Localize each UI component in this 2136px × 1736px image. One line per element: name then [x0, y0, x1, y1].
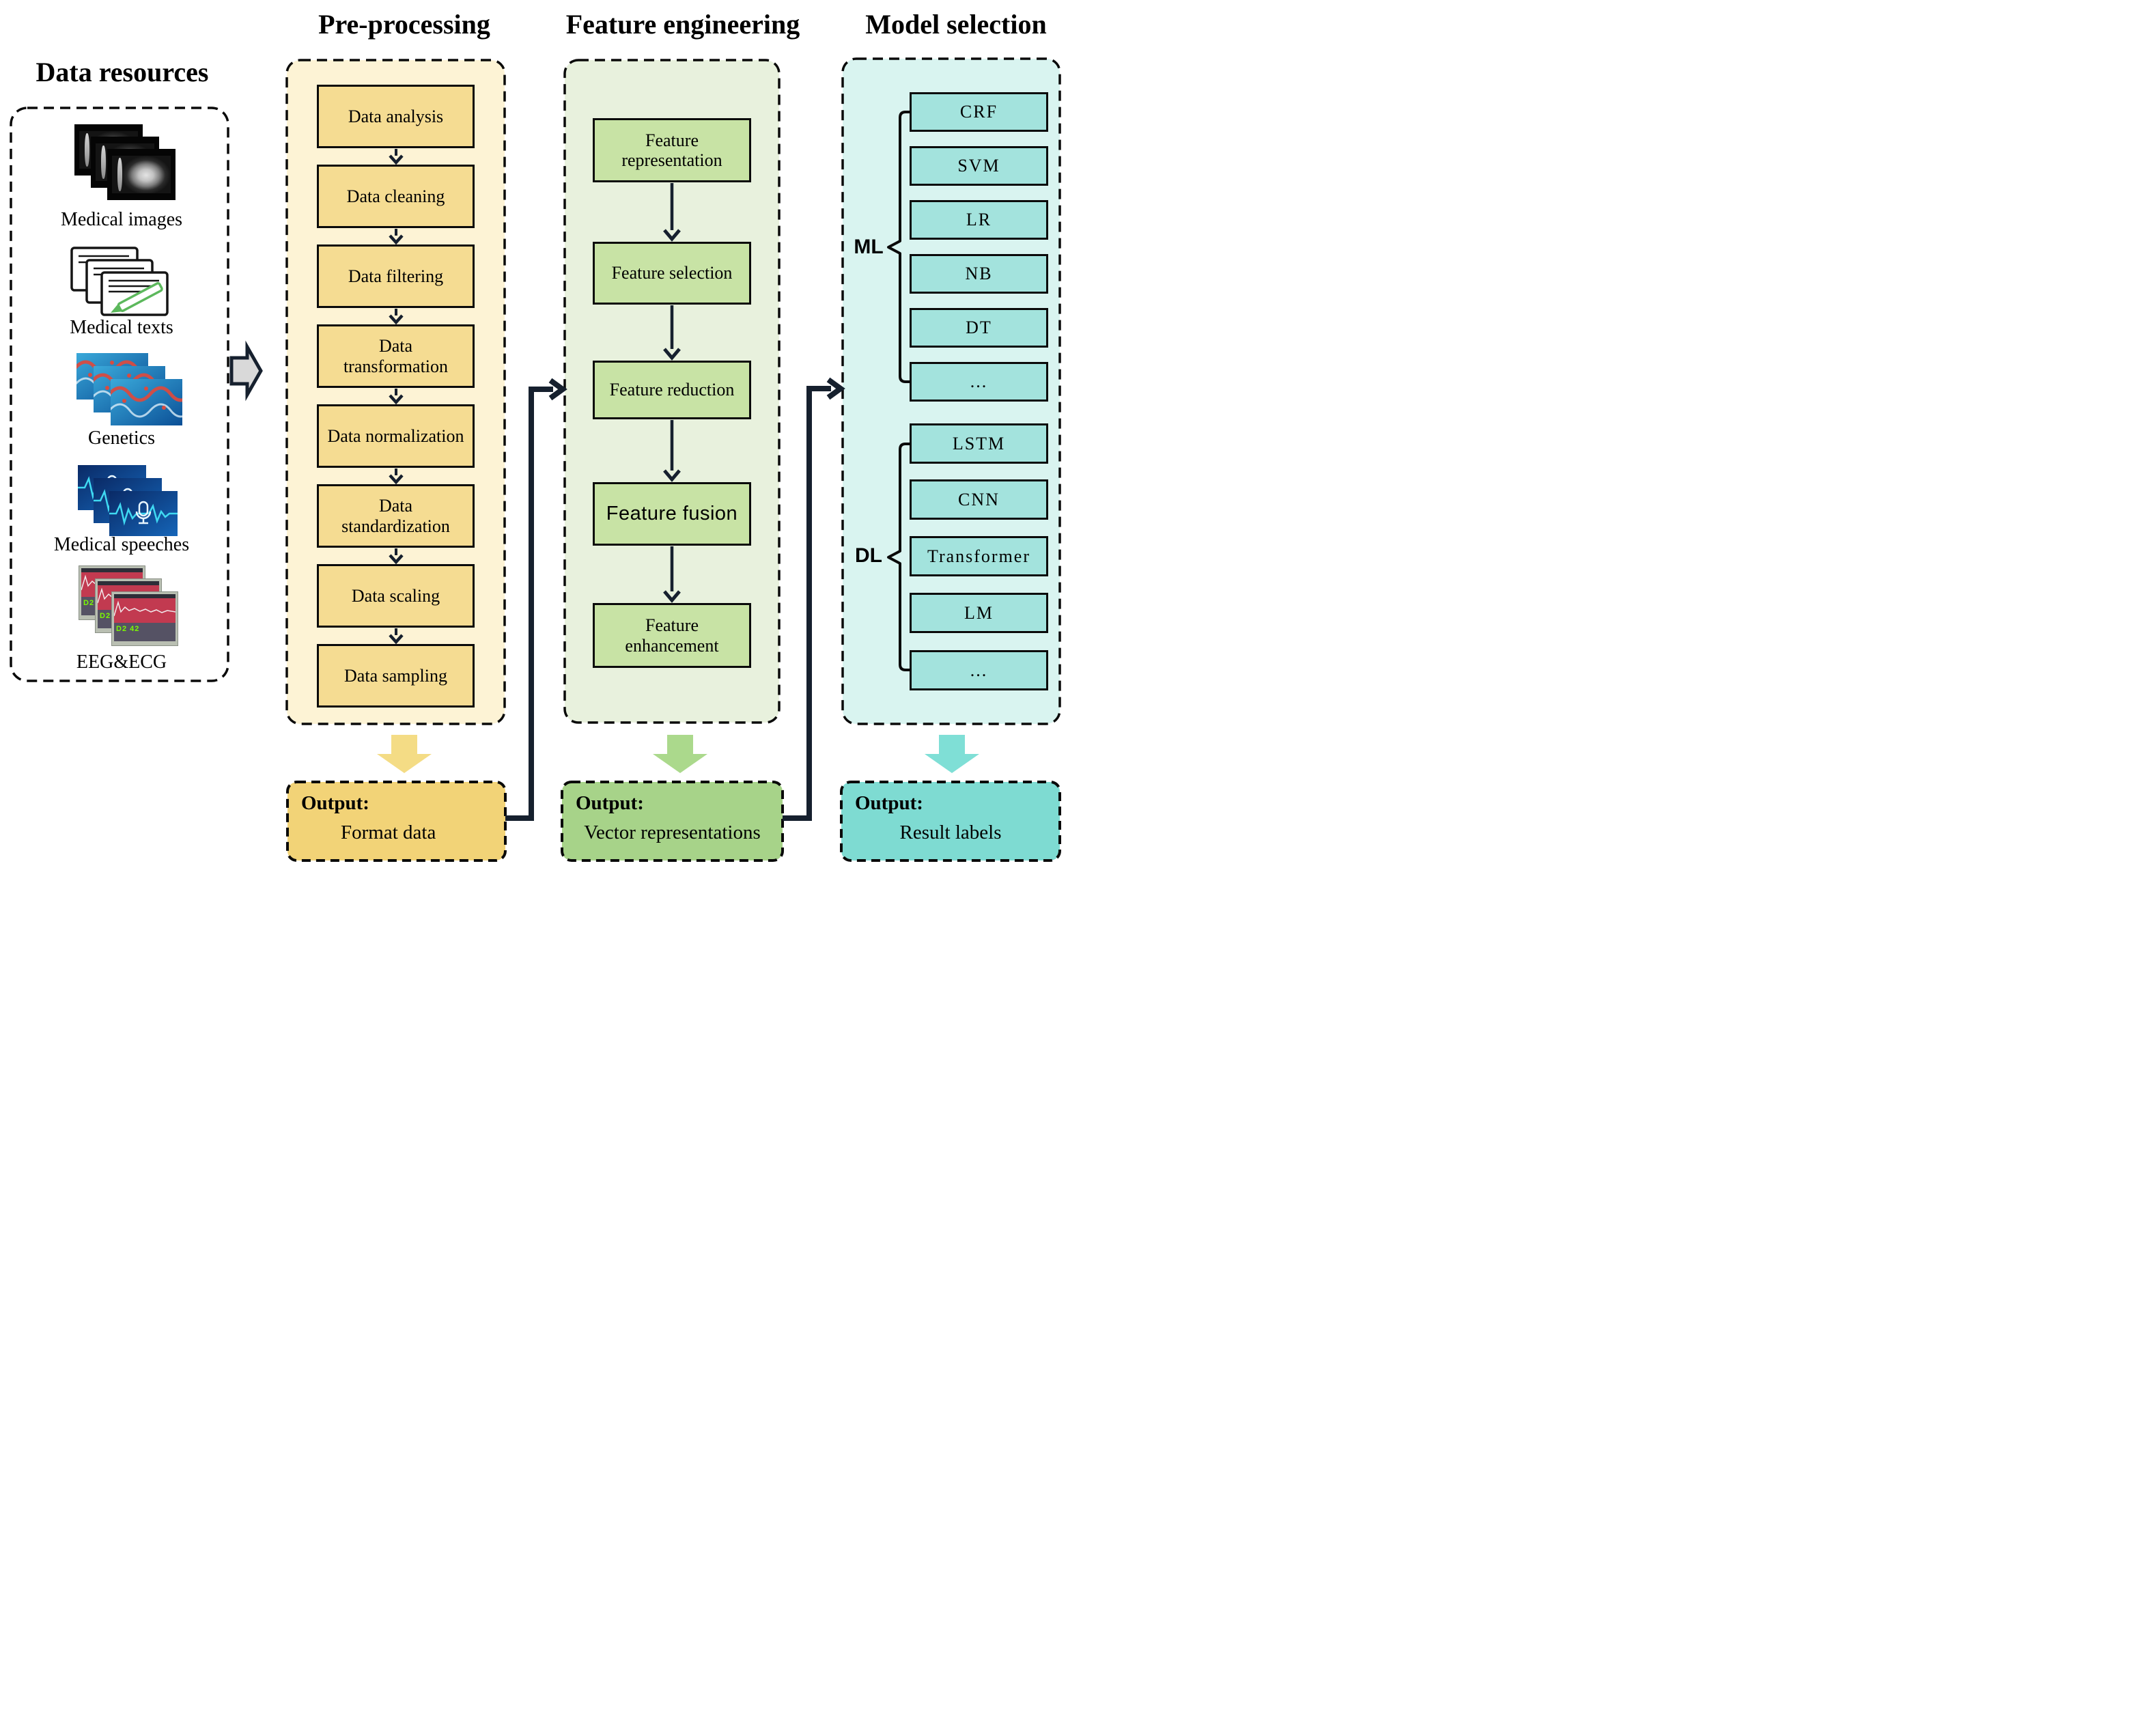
output-label-feature: Output:	[576, 792, 644, 814]
model-crf: CRF	[910, 92, 1048, 132]
data-resources-title: Data resources	[36, 57, 209, 87]
output-value-model: Result labels	[899, 822, 1002, 843]
monitor-stack-icon: D2 42 D2 42 D2 42	[79, 566, 178, 645]
medical-nlp-pipeline-diagram: Data resources Pre-processing Feature en…	[0, 0, 1068, 868]
model-lr: LR	[910, 200, 1048, 240]
model-svm: SVM	[910, 146, 1048, 186]
output-value-feature: Vector representations	[584, 822, 761, 843]
ct-scan-stack-icon	[74, 124, 175, 200]
ct-scan-image	[107, 149, 175, 200]
medical-texts-label: Medical texts	[70, 317, 173, 338]
medical-speeches-label: Medical speeches	[53, 534, 190, 555]
step-feature-reduction: Feature reduction	[593, 361, 751, 419]
step-data-filtering: Data filtering	[317, 244, 475, 308]
speech-image	[109, 491, 178, 536]
model-lm: LM	[910, 593, 1048, 633]
dl-group-label: DL	[855, 544, 882, 567]
step-data-analysis: Data analysis	[317, 85, 475, 148]
pre-processing-title: Pre-processing	[318, 9, 490, 40]
step-data-transformation: Data transformation	[317, 324, 475, 388]
dna-stack-icon	[76, 353, 182, 425]
model-dl-more: ...	[910, 650, 1048, 690]
model-output-arrow	[925, 735, 979, 773]
output-label-model: Output:	[855, 792, 923, 814]
resources-to-preprocessing-arrow	[229, 340, 263, 402]
step-feature-enhancement: Feature enhancement	[593, 603, 751, 668]
preprocessing-output-arrow	[377, 735, 432, 773]
step-data-normalization: Data normalization	[317, 404, 475, 468]
output-label-preprocessing: Output:	[301, 792, 369, 814]
step-data-standardization: Data standardization	[317, 484, 475, 548]
step-feature-selection: Feature selection	[593, 242, 751, 305]
step-data-cleaning: Data cleaning	[317, 165, 475, 228]
step-data-sampling: Data sampling	[317, 644, 475, 708]
feature-output-arrow	[653, 735, 707, 773]
model-cnn: CNN	[910, 479, 1048, 520]
step-data-scaling: Data scaling	[317, 564, 475, 628]
documents-pencil-icon	[70, 247, 169, 316]
medical-images-label: Medical images	[60, 209, 183, 230]
ml-brace	[887, 111, 910, 383]
dl-brace	[887, 443, 910, 671]
feature-engineering-title: Feature engineering	[565, 9, 800, 40]
model-transformer: Transformer	[910, 536, 1048, 576]
model-lstm: LSTM	[910, 423, 1048, 464]
model-ml-more: ...	[910, 362, 1048, 402]
model-nb: NB	[910, 254, 1048, 294]
microphone-waveform-stack-icon	[78, 465, 178, 536]
output2-to-model-connector	[783, 377, 845, 821]
model-selection-title: Model selection	[865, 9, 1047, 40]
model-dt: DT	[910, 308, 1048, 348]
step-feature-fusion: Feature fusion	[593, 482, 751, 546]
genetics-label: Genetics	[88, 428, 155, 449]
monitor-image: D2 42	[112, 592, 178, 645]
dna-image	[111, 379, 182, 425]
output1-to-feature-connector	[505, 378, 567, 821]
eeg-ecg-label: EEG&ECG	[76, 652, 167, 673]
ml-group-label: ML	[854, 236, 884, 258]
output-value-preprocessing: Format data	[341, 822, 436, 843]
step-feature-representation: Feature representation	[593, 118, 751, 182]
